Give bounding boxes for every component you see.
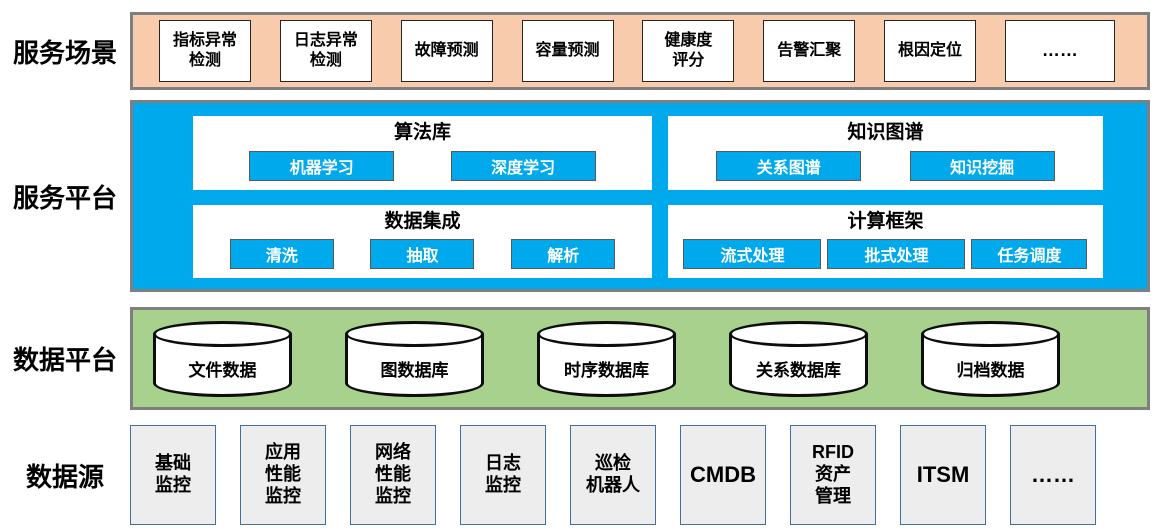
- cylinder-label: 时序数据库: [564, 361, 649, 380]
- panel-button-extraction: 抽取: [370, 239, 475, 269]
- scenario-box-fault-prediction: 故障预测: [400, 20, 493, 82]
- panel-button-batch-processing: 批式处理: [827, 239, 966, 269]
- platform-panel-knowledge-graph: 知识图谱 关系图谱 知识挖掘: [667, 116, 1103, 190]
- panel-button-deep-learning: 深度学习: [450, 150, 596, 181]
- cylinder-top-ellipse: [921, 320, 1060, 347]
- layer-label-scenarios: 服务场景: [12, 37, 117, 68]
- panel-button-row: 流式处理 批式处理 任务调度: [668, 239, 1103, 269]
- cylinder-top-ellipse: [153, 320, 292, 347]
- panel-button-relation-graph: 关系图谱: [716, 150, 862, 181]
- sources-row: 基础 监控 应用 性能 监控 网络 性能 监控 日志 监控 巡检 机器人 CMD…: [130, 425, 1150, 525]
- cylinder-top-ellipse: [537, 320, 676, 347]
- panel-button-row: 清洗 抽取 解析: [193, 239, 652, 269]
- source-box-itsm: ITSM: [900, 425, 986, 525]
- scenario-box-health-score: 健康度 评分: [642, 20, 735, 82]
- scenario-box-log-anomaly: 日志异常 检测: [279, 20, 372, 82]
- panel-title: 算法库: [393, 122, 451, 143]
- source-box-log-monitoring: 日志 监控: [460, 425, 546, 525]
- panel-button-cleaning: 清洗: [229, 239, 334, 269]
- platform-panel-data-integration: 数据集成 清洗 抽取 解析: [193, 204, 652, 278]
- layer-label-data-platform: 数据平台: [12, 345, 117, 375]
- source-box-cmdb: CMDB: [680, 425, 766, 525]
- panel-button-row: 机器学习 深度学习: [193, 150, 652, 181]
- panel-button-parsing: 解析: [511, 239, 616, 269]
- cylinder-top-ellipse: [345, 320, 484, 347]
- platform-panel-compute-framework: 计算框架 流式处理 批式处理 任务调度: [667, 204, 1103, 278]
- scenario-box-metric-anomaly: 指标异常 检测: [159, 20, 251, 82]
- scenario-box-alert-aggregation: 告警汇聚: [763, 20, 856, 82]
- source-box-more: ……: [1010, 425, 1096, 525]
- source-box-infrastructure-monitoring: 基础 监控: [130, 425, 216, 525]
- layer-label-platform: 服务平台: [12, 182, 117, 213]
- cylinder-body: [153, 333, 292, 397]
- database-cylinder-timeseries-db: 时序数据库: [537, 320, 676, 397]
- data-platform-container: 文件数据 图数据库 时序数据库 关系数据库 归档数据: [130, 307, 1150, 410]
- panel-title: 数据集成: [384, 210, 461, 232]
- source-box-inspection-robot: 巡检 机器人: [570, 425, 656, 525]
- platform-container: 算法库 机器学习 深度学习 知识图谱 关系图谱 知识挖掘 数据集成 清洗 抽取 …: [130, 100, 1150, 292]
- source-box-rfid-asset: RFID 资产 管理: [790, 425, 876, 525]
- layer-label-sources: 数据源: [25, 461, 104, 492]
- cylinder-top-ellipse: [729, 320, 868, 347]
- cylinder-label: 关系数据库: [756, 361, 841, 380]
- scenario-box-more: ……: [1004, 20, 1115, 82]
- panel-button-row: 关系图谱 知识挖掘: [668, 150, 1103, 181]
- database-cylinder-file-data: 文件数据: [153, 320, 292, 397]
- panel-button-task-scheduling: 任务调度: [971, 239, 1088, 269]
- database-cylinder-archive-data: 归档数据: [921, 320, 1060, 397]
- panel-button-stream-processing: 流式处理: [683, 239, 822, 269]
- cylinder-label: 归档数据: [956, 361, 1025, 380]
- panel-button-knowledge-mining: 知识挖掘: [909, 150, 1055, 181]
- cylinder-label: 图数据库: [380, 361, 449, 380]
- source-box-npm: 网络 性能 监控: [350, 425, 436, 525]
- panel-title: 计算框架: [847, 210, 924, 232]
- cylinder-label: 文件数据: [188, 361, 257, 380]
- scenarios-container: 指标异常 检测 日志异常 检测 故障预测 容量预测 健康度 评分 告警汇聚 根因…: [130, 12, 1150, 90]
- source-box-apm: 应用 性能 监控: [240, 425, 326, 525]
- database-cylinder-graph-db: 图数据库: [345, 320, 484, 397]
- panel-button-machine-learning: 机器学习: [249, 150, 395, 181]
- scenario-box-capacity-prediction: 容量预测: [521, 20, 614, 82]
- platform-panel-algorithm-library: 算法库 机器学习 深度学习: [193, 116, 652, 190]
- panel-title: 知识图谱: [847, 122, 924, 143]
- scenario-box-root-cause: 根因定位: [884, 20, 977, 82]
- database-cylinder-relational-db: 关系数据库: [729, 320, 868, 397]
